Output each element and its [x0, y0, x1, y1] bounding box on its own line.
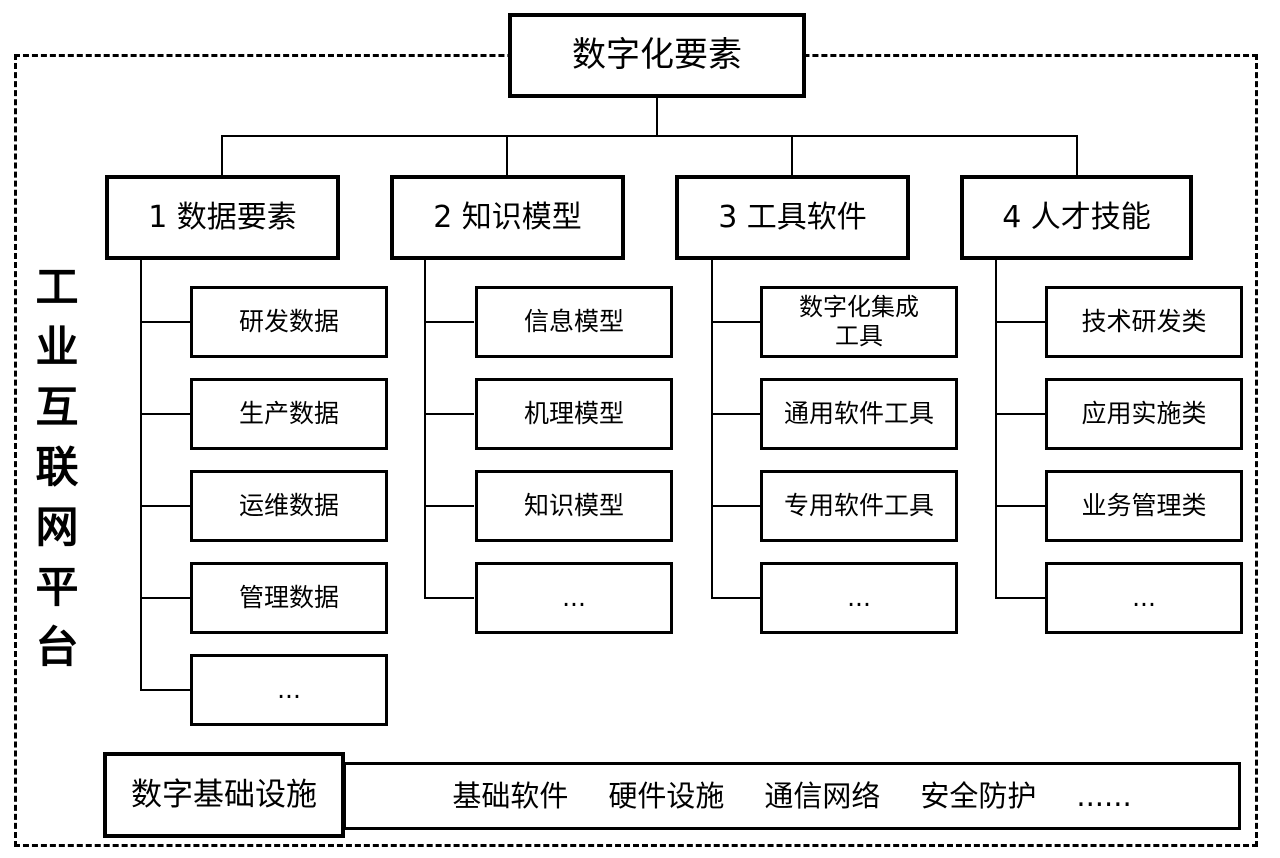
node-digital-integration-tools: 数字化集成 工具	[760, 286, 958, 358]
connector-stub	[424, 321, 474, 323]
node-production-data: 生产数据	[190, 378, 388, 450]
header-knowledge-models: 2 知识模型	[390, 175, 625, 260]
connector-spine-col4	[995, 260, 997, 598]
node-om-data: 运维数据	[190, 470, 388, 542]
node-rd-data: 研发数据	[190, 286, 388, 358]
node-general-software-tools: 通用软件工具	[760, 378, 958, 450]
connector-stub	[711, 321, 761, 323]
connector-stub	[140, 321, 190, 323]
connector-stub	[424, 413, 474, 415]
connector-stub	[711, 597, 761, 599]
node-skills-ellipsis: ...	[1045, 562, 1243, 634]
connector-stub	[995, 321, 1045, 323]
node-information-model: 信息模型	[475, 286, 673, 358]
connector-spine-col2	[424, 260, 426, 598]
connector-stub	[995, 413, 1045, 415]
header-data-elements: 1 数据要素	[105, 175, 340, 260]
connector-root-vertical	[656, 98, 658, 137]
connector-stub	[140, 413, 190, 415]
digital-infrastructure-label: 数字基础设施	[103, 752, 345, 838]
header-tool-software: 3 工具软件	[675, 175, 910, 260]
header-talent-skills: 4 人才技能	[960, 175, 1193, 260]
connector-stub	[140, 689, 190, 691]
connector-stub	[424, 597, 474, 599]
connector-stub	[995, 505, 1045, 507]
connector-drop-col2	[506, 135, 508, 175]
node-tools-ellipsis: ...	[760, 562, 958, 634]
connector-main-horizontal	[221, 135, 1077, 137]
digital-infrastructure-items-row: 基础软件 硬件设施 通信网络 安全防护 ......	[343, 762, 1241, 830]
connector-stub	[140, 597, 190, 599]
industrial-internet-platform-label: 工业互联网平台	[28, 264, 78, 684]
connector-stub	[995, 597, 1045, 599]
connector-spine-col3	[711, 260, 713, 598]
infra-item-security-protection: 安全防护	[920, 778, 1037, 813]
node-data-ellipsis: ...	[190, 654, 388, 726]
dashed-frame	[14, 54, 1258, 847]
connector-drop-col1	[221, 135, 223, 175]
connector-stub	[711, 413, 761, 415]
connector-stub	[711, 505, 761, 507]
node-special-software-tools: 专用软件工具	[760, 470, 958, 542]
node-business-mgmt-category: 业务管理类	[1045, 470, 1243, 542]
node-tech-rd-category: 技术研发类	[1045, 286, 1243, 358]
connector-stub	[140, 505, 190, 507]
connector-stub	[424, 505, 474, 507]
node-application-category: 应用实施类	[1045, 378, 1243, 450]
connector-drop-col4	[1076, 135, 1078, 175]
node-knowledge-model: 知识模型	[475, 470, 673, 542]
infra-item-basic-software: 基础软件	[452, 778, 569, 813]
node-model-ellipsis: ...	[475, 562, 673, 634]
infra-item-communication-network: 通信网络	[764, 778, 881, 813]
infra-item-hardware-facilities: 硬件设施	[608, 778, 725, 813]
connector-spine-col1	[140, 260, 142, 690]
node-mechanism-model: 机理模型	[475, 378, 673, 450]
node-management-data: 管理数据	[190, 562, 388, 634]
root-node-digital-elements: 数字化要素	[508, 13, 806, 98]
infra-item-ellipsis: ......	[1076, 778, 1132, 813]
connector-drop-col3	[791, 135, 793, 175]
